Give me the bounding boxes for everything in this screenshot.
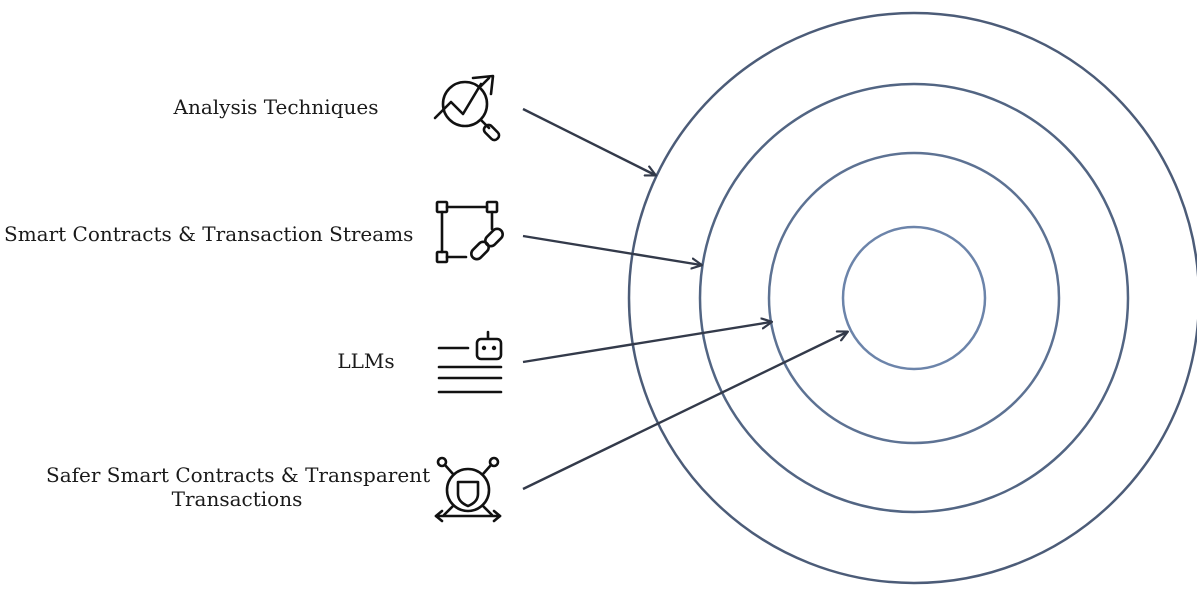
arrow-llms [522,322,771,364]
ring-outer [627,11,1197,585]
ring-third [767,151,1061,445]
ring-second [698,82,1130,514]
contract-link-icon [435,200,504,264]
ring-inner [841,225,987,371]
arrow-contracts [522,234,701,265]
shield-network-icon [434,456,502,523]
arrow-safer [522,332,847,491]
label-analysis-techniques: Analysis Techniques [173,95,379,119]
arrow-analysis [522,107,655,175]
label-smart-contracts-streams: Smart Contracts & Transaction Streams [4,222,414,246]
label-llms: LLMs [337,349,395,373]
bot-text-icon [437,330,503,394]
label-safer-contracts: Safer Smart Contracts & Transparent Tran… [46,463,431,511]
chart-search-icon [433,74,501,142]
